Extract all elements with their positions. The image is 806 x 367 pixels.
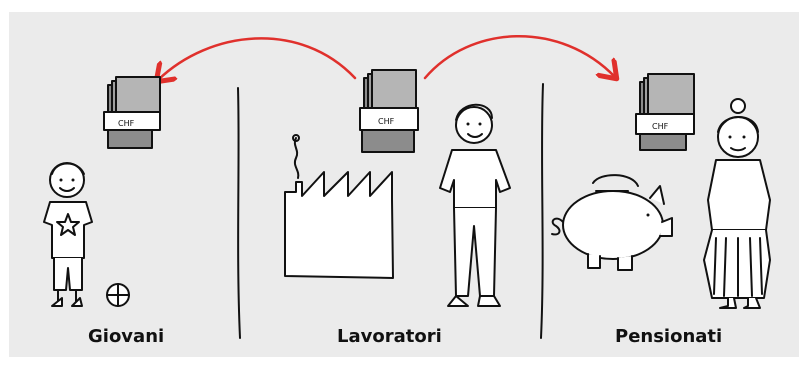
arrow-to-young (158, 37, 357, 80)
money-label-young: CHF (118, 119, 135, 128)
group-label-workers: Lavoratori (337, 326, 442, 347)
retiree-figure (703, 98, 771, 309)
piggy-bank-icon (551, 174, 673, 271)
money-stack-workers: CHF (359, 69, 419, 153)
child-figure (43, 162, 130, 307)
money-stack-young: CHF (103, 76, 161, 149)
arrow-to-retirees (423, 35, 615, 78)
money-label-retirees: CHF (652, 122, 669, 131)
group-label-retirees: Pensionati (615, 326, 723, 347)
group-label-young: Giovani (88, 326, 165, 347)
money-label-workers: CHF (378, 117, 395, 126)
divider-left (237, 87, 241, 339)
factory-icon (284, 134, 394, 279)
divider-right (540, 83, 544, 339)
money-stack-retirees: CHF (635, 73, 695, 151)
worker-figure (439, 103, 511, 307)
